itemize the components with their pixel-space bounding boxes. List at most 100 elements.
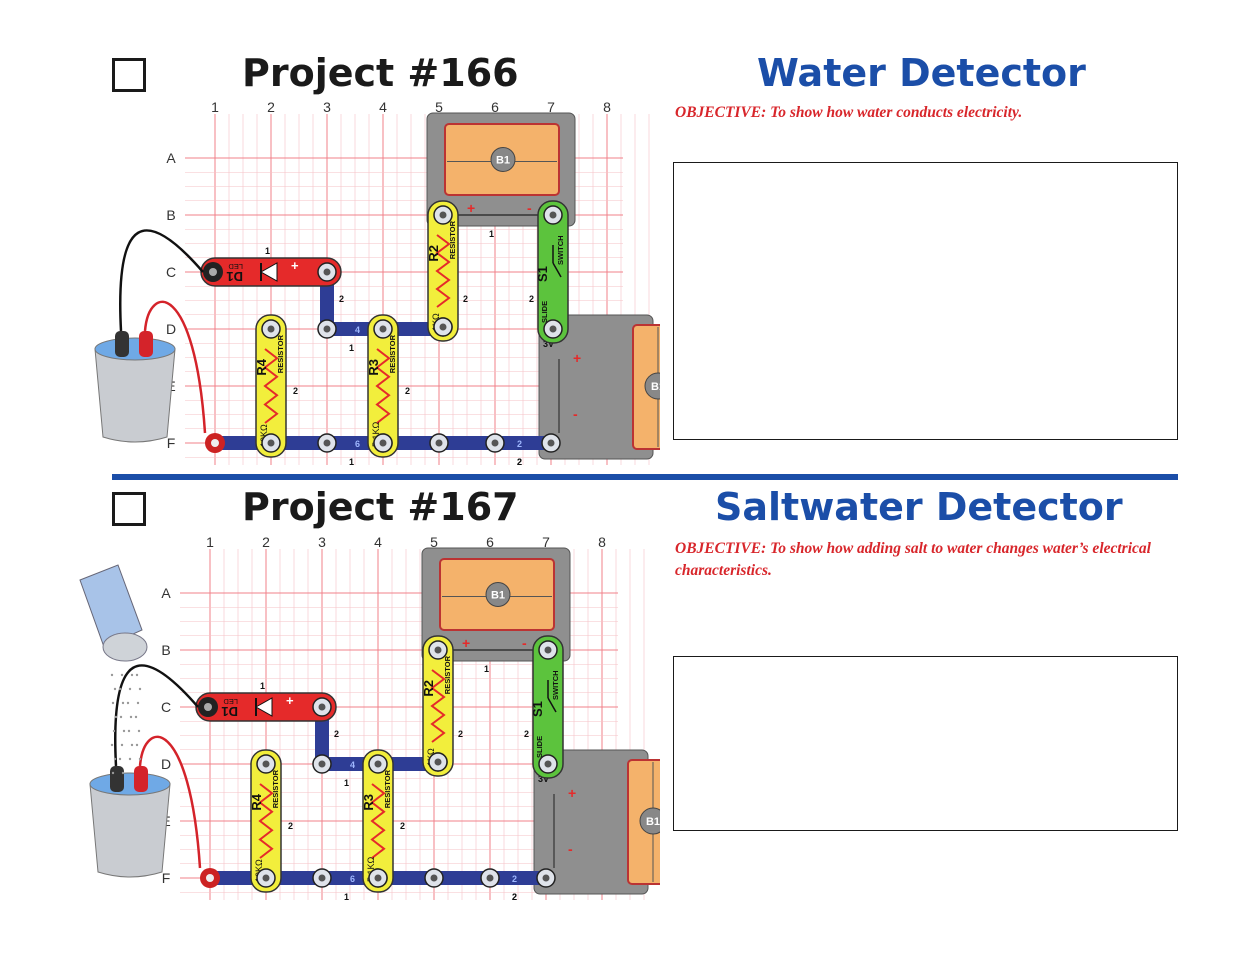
led-plus: +: [286, 693, 294, 708]
resistor-label: R3: [361, 794, 376, 811]
snap-node-center: [486, 874, 494, 882]
col-label: 3: [318, 535, 326, 550]
wire-number: 1: [265, 246, 270, 256]
resistor-body: [422, 635, 454, 777]
resistor-icon: [430, 669, 446, 743]
resistor-r4: R4 RESISTOR 10KΩ: [254, 314, 287, 458]
project-167-name: Saltwater Detector: [715, 485, 1123, 529]
wire-number: 2: [517, 457, 522, 467]
wire-number: 2: [405, 386, 410, 396]
salt-grain: [113, 687, 117, 691]
water-cup-icon: [94, 331, 176, 443]
snap-node-center: [267, 325, 275, 333]
resistor-body: [255, 314, 287, 458]
snap-node-center: [262, 874, 270, 882]
snap-node-center: [323, 439, 331, 447]
resistor-type: RESISTOR: [448, 220, 457, 259]
cup-body: [94, 348, 176, 443]
project-166-checkbox[interactable]: [112, 58, 146, 92]
salt-grain: [128, 687, 132, 691]
project-167-circuit-diagram: 12345678ABCDEFB1+-1B13V+-4216122R4RESIST…: [79, 535, 660, 902]
salt-shaker-icon: [79, 564, 148, 775]
resistor-body: [367, 314, 399, 458]
battery-b1-top-label: B1: [496, 155, 510, 167]
salt-grain: [111, 701, 115, 705]
resistor-type: RESISTOR: [388, 334, 397, 373]
salt-grain: [136, 701, 140, 705]
salt-grain: [129, 715, 133, 719]
switch-kind: SLIDE: [535, 736, 544, 758]
salt-grain: [138, 757, 142, 761]
battery-plus: +: [467, 200, 475, 216]
resistor-r4: R4 RESISTOR 10KΩ: [249, 749, 282, 893]
salt-grain: [112, 729, 116, 733]
section-divider: [112, 474, 1178, 480]
resistor-body: [362, 749, 394, 893]
row-label: F: [162, 870, 171, 886]
salt-grain: [113, 757, 117, 761]
battery-icon: [490, 147, 516, 172]
salt-grain: [127, 729, 131, 733]
row-label: D: [161, 756, 171, 772]
resistor-r2: R2RESISTOR1KΩ: [421, 635, 454, 777]
battery-voltage: 3V: [543, 339, 554, 349]
col-label: 8: [603, 100, 611, 115]
salt-grain: [135, 673, 139, 677]
resistor-body: [427, 200, 459, 342]
resistor-type: RESISTOR: [276, 334, 285, 373]
salt-grain: [121, 771, 125, 775]
battery-icon: [639, 807, 660, 835]
col-label: 6: [486, 535, 494, 550]
battery-minus: -: [527, 200, 532, 216]
row-label: A: [161, 585, 171, 601]
resistor-value: 5.1KΩ: [366, 856, 376, 882]
resistor-body: [250, 749, 282, 893]
wire-number: 2: [339, 294, 344, 304]
resistor-icon: [435, 234, 451, 308]
battery-minus: -: [522, 635, 527, 651]
switch-type: SWITCH: [551, 670, 560, 700]
snap-node-center: [323, 325, 331, 333]
resistor-type: RESISTOR: [271, 769, 280, 808]
led-plus: +: [291, 258, 299, 273]
battery-plus: +: [462, 635, 470, 651]
project-166-name: Water Detector: [757, 51, 1086, 95]
snap-node-center: [374, 874, 382, 882]
switch-body: [532, 635, 564, 779]
switch-icon: [547, 697, 557, 713]
wire-number: 2: [288, 821, 293, 831]
project-167-checkbox[interactable]: [112, 492, 146, 526]
wire-number: 2: [400, 821, 405, 831]
salt-grain: [118, 757, 122, 761]
wire-number: 1: [260, 681, 265, 691]
resistor-label: R4: [254, 358, 269, 375]
salt-grain: [110, 743, 114, 747]
project-166-circuit-diagram: 12345678ABCDEFB1+-1B13V+-4216122R4RESIST…: [94, 100, 660, 467]
battery-icon: [485, 582, 511, 607]
wire-number: 2: [512, 874, 517, 884]
wire-number: 2: [524, 729, 529, 739]
resistor-value: 10KΩ: [254, 859, 264, 882]
wire-number: 2: [458, 729, 463, 739]
snap-node-center: [435, 439, 443, 447]
wire-number: 1: [344, 778, 349, 788]
col-label: 1: [211, 100, 219, 115]
salt-grain: [122, 729, 126, 733]
resistor-value: 10KΩ: [259, 424, 269, 447]
salt-grain: [120, 743, 124, 747]
resistor-label: R4: [249, 793, 264, 810]
wire-number: 2: [293, 386, 298, 396]
wire-number: 1: [484, 664, 489, 674]
salt-grain: [114, 715, 118, 719]
wire-number: 4: [350, 760, 355, 770]
snap-node-center: [318, 874, 326, 882]
led-label: D1: [226, 269, 243, 284]
black-clip-center: [209, 268, 217, 276]
snap-node-center: [491, 439, 499, 447]
wire-number: 2: [512, 892, 517, 902]
row-label: D: [166, 321, 176, 337]
snap-node-center: [430, 874, 438, 882]
wire-number: 6: [350, 874, 355, 884]
salt-grain: [128, 757, 132, 761]
